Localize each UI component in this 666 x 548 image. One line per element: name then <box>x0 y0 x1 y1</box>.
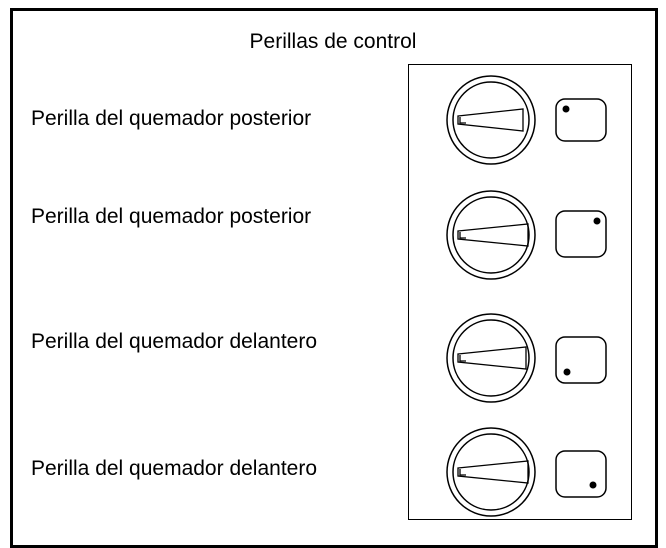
knob-label-3: Perilla del quemador delantero <box>31 330 318 353</box>
indicator-dot-2 <box>593 217 601 225</box>
knob-label-4: Perilla del quemador delantero <box>31 457 318 480</box>
diagram-title: Perillas de control <box>249 30 417 53</box>
indicator-light-2 <box>555 210 607 258</box>
burner-knob-1[interactable] <box>446 75 536 165</box>
indicator-light-3 <box>555 336 607 384</box>
indicator-dot-3 <box>563 368 571 376</box>
indicator-dot-1 <box>562 105 570 113</box>
indicator-light-1 <box>555 98 607 142</box>
burner-knob-3[interactable] <box>446 313 536 403</box>
knob-illustrations <box>446 75 607 517</box>
control-panel <box>408 64 632 520</box>
knob-label-1: Perilla del quemador posterior <box>31 107 312 130</box>
knob-label-2: Perilla del quemador posterior <box>31 205 312 228</box>
indicator-light-4 <box>555 450 607 498</box>
indicator-dot-4 <box>589 481 597 489</box>
burner-knob-2[interactable] <box>446 190 536 280</box>
burner-knob-4[interactable] <box>446 427 536 517</box>
